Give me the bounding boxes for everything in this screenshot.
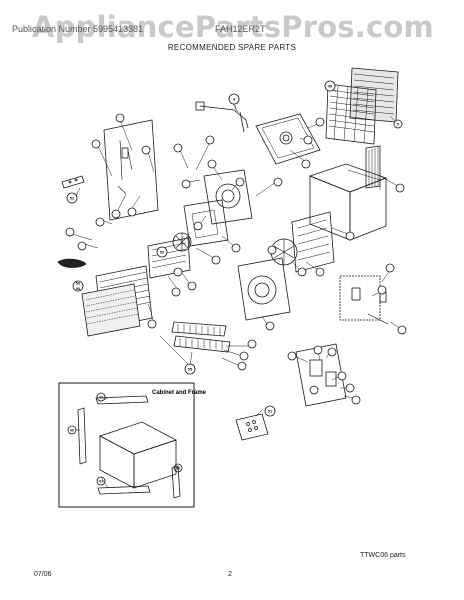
publication-number: Publication Number 5995413381 <box>12 24 144 34</box>
sensor-bulb[interactable] <box>195 101 205 111</box>
air-deflector[interactable] <box>171 321 231 353</box>
callout-41-bottom: 41 <box>99 479 104 484</box>
front-grille[interactable] <box>325 67 399 145</box>
control-pad[interactable] <box>235 413 269 441</box>
watermark-text: AppliancePartsPros.com <box>32 10 434 44</box>
inset-leader-lines <box>76 397 177 489</box>
footer-date: 07/06 <box>34 571 52 578</box>
base-pan[interactable] <box>255 113 321 165</box>
orifice-panel[interactable] <box>183 199 229 247</box>
callout-58: 58 <box>76 286 81 291</box>
cabinet[interactable] <box>308 163 388 241</box>
filter-assembly[interactable] <box>81 265 153 337</box>
callout-53: 53 <box>160 250 165 255</box>
callout-4: 4 <box>233 97 236 102</box>
condenser-coil[interactable] <box>291 211 335 273</box>
callout-5: 5 <box>397 122 400 127</box>
louver-panel[interactable] <box>365 145 381 189</box>
callout-55: 55 <box>188 367 193 372</box>
model-number: FAH12ER2T <box>215 24 266 34</box>
inset-frame <box>58 382 195 508</box>
blower-housing[interactable] <box>203 169 253 225</box>
capillary-tube[interactable] <box>199 105 249 133</box>
page-subtitle: RECOMMENDED SPARE PARTS <box>167 43 297 52</box>
item-balloons <box>65 113 407 405</box>
callout-41-top: 41 <box>99 395 104 400</box>
electrical-box[interactable] <box>295 343 347 407</box>
callout-labels: 49 5 4 52 53 56 58 55 51 41 41 40 40 <box>70 84 400 484</box>
callout-51: 51 <box>268 409 273 414</box>
inset-cabinet[interactable] <box>77 395 181 499</box>
page-number: 2 <box>228 571 232 578</box>
callout-56: 56 <box>76 281 81 286</box>
condenser-fan[interactable] <box>270 238 298 266</box>
labeled-callouts <box>66 80 336 486</box>
gasket-strip[interactable] <box>57 258 87 268</box>
inset-title: Cabinet and Frame <box>152 390 207 396</box>
remote-control[interactable] <box>61 175 85 189</box>
callout-52: 52 <box>70 196 75 201</box>
diagram-code: TTWC06 parts <box>360 552 406 559</box>
callout-49: 49 <box>328 84 333 89</box>
compressor-assembly[interactable] <box>339 275 389 325</box>
evaporator[interactable] <box>147 237 191 279</box>
fan-shroud[interactable] <box>237 257 291 321</box>
callout-40-right: 40 <box>176 466 181 471</box>
callout-40-left: 40 <box>70 428 75 433</box>
control-bracket[interactable] <box>103 119 159 221</box>
